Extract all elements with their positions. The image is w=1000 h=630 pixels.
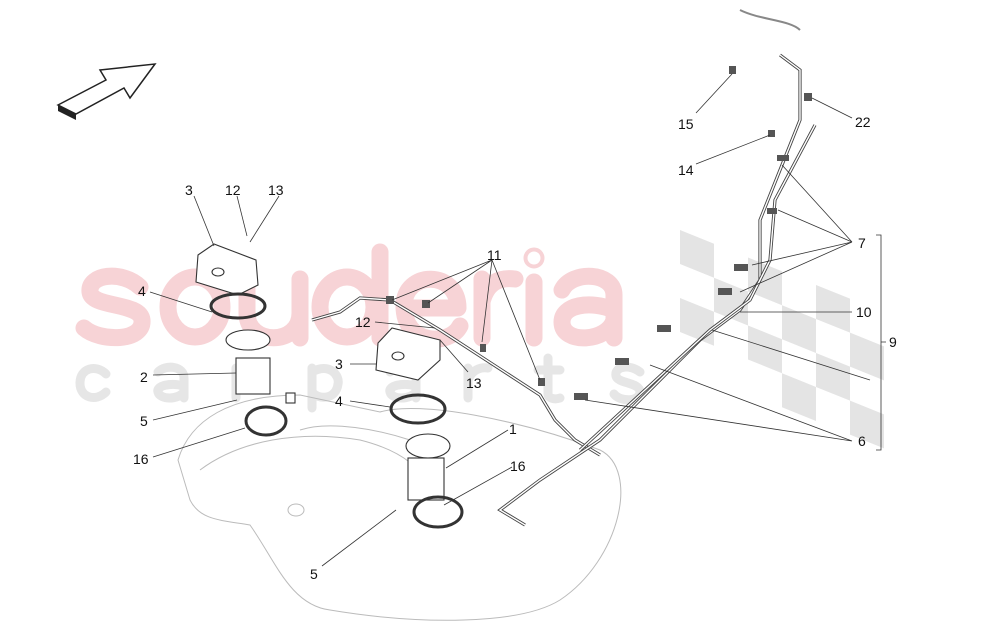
direction-arrow-icon xyxy=(56,63,157,120)
clips xyxy=(386,66,812,400)
callout-22: 22 xyxy=(855,114,871,130)
leader-lines xyxy=(149,73,886,567)
callout-labels: 3 12 13 4 2 5 16 11 12 3 13 4 1 16 5 15 … xyxy=(133,114,897,582)
callout-16: 16 xyxy=(510,458,526,474)
callout-5: 5 xyxy=(310,566,318,582)
callout-7: 7 xyxy=(858,235,866,251)
callout-13: 13 xyxy=(268,182,284,198)
callout-12: 12 xyxy=(225,182,241,198)
callout-4: 4 xyxy=(138,283,146,299)
fuel-pump-right xyxy=(375,327,464,529)
callout-13: 13 xyxy=(466,375,482,391)
callout-3: 3 xyxy=(185,182,193,198)
callout-16: 16 xyxy=(133,451,149,467)
callout-1: 1 xyxy=(509,421,517,437)
callout-9: 9 xyxy=(889,334,897,350)
callout-11: 11 xyxy=(487,247,502,263)
fuel-lines xyxy=(311,9,817,527)
callout-15: 15 xyxy=(678,116,694,132)
callout-4: 4 xyxy=(335,393,343,409)
callout-6: 6 xyxy=(858,433,866,449)
callout-14: 14 xyxy=(678,162,694,178)
callout-5: 5 xyxy=(140,413,148,429)
watermark-sub-logo xyxy=(75,353,645,413)
callout-10: 10 xyxy=(856,304,872,320)
callout-2: 2 xyxy=(140,369,148,385)
watermark-brand-logo xyxy=(75,243,623,348)
fuel-pump-left xyxy=(195,243,296,437)
callout-12: 12 xyxy=(355,314,371,330)
fuel-tank xyxy=(177,394,622,621)
checkered-flag-watermark xyxy=(680,230,884,449)
callout-3: 3 xyxy=(335,356,343,372)
